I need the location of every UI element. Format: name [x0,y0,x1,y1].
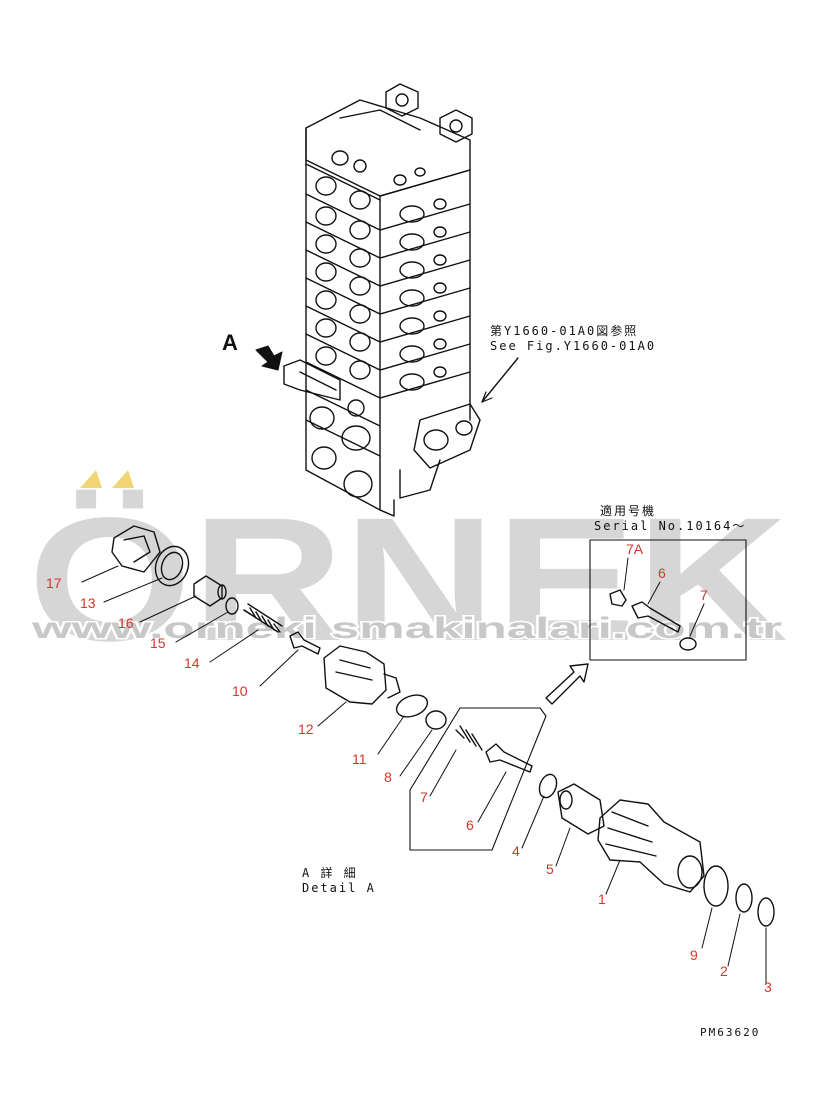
label-part-15: 15 [150,635,166,651]
label-part-2: 2 [720,963,728,979]
part-6-bolt [485,743,533,773]
label-part-8: 8 [384,769,392,785]
label-part-6: 6 [466,817,474,833]
serial-part-7 [679,637,697,651]
serial-note-jp: 適用号機 [600,504,657,518]
label-part-1: 1 [598,891,606,907]
detail-note: A 詳 細 Detail A [302,866,376,896]
serial-part-7A [609,589,627,607]
inlet-flange [413,403,481,469]
relief-valve-location [283,359,365,417]
label-part-7: 7 [420,789,428,805]
detail-note-jp: A 詳 細 [302,866,358,880]
reference-leader [481,357,519,403]
label-part-17: 17 [46,575,62,591]
part-14-spring [243,603,283,633]
part-10-poppet [289,631,321,655]
label-part-12: 12 [298,721,314,737]
serial-arrow [545,663,589,705]
serial-detail-box [589,539,747,661]
leader-lines [81,557,767,985]
part-11-oring [395,694,429,718]
part-3-cap [757,897,775,927]
reference-note: 第Y1660-01A0図参照 See Fig.Y1660-01A0 [490,324,656,354]
detail-frame [409,707,547,851]
label-part-10: 10 [232,683,248,699]
label-serial-part-6: 6 [658,565,666,581]
part-17-nut [111,525,161,573]
label-part-5: 5 [546,861,554,877]
part-4-ring [538,773,558,799]
label-part-16: 16 [118,615,134,631]
part-15-oring [225,597,239,615]
detail-note-en: Detail A [302,881,376,895]
part-16-plug [193,575,227,607]
serial-part-6 [631,601,681,633]
label-serial-part-7A: 7A [626,541,644,557]
label-part-13: 13 [80,595,96,611]
reference-note-jp: 第Y1660-01A0図参照 [490,324,639,338]
label-part-4: 4 [512,843,520,859]
part-13-ring [154,545,190,587]
part-8-backup-ring [425,710,447,730]
reference-note-en: See Fig.Y1660-01A0 [490,339,657,353]
serial-note-en: Serial No.10164～ [594,519,747,533]
part-9-oring [703,865,729,907]
label-part-11: 11 [352,751,367,767]
part-2-backup-ring [735,883,753,913]
label-part-9: 9 [690,947,698,963]
serial-note: 適用号機 Serial No.10164～ [594,504,746,534]
drawing-code: PM63620 [700,1026,761,1039]
part-7-spring [455,725,483,751]
label-serial-part-7: 7 [700,587,708,603]
valve-ports-left [309,150,373,498]
view-a-arrow [255,345,283,371]
valve-ports-right [393,167,447,391]
part-12-body [323,645,401,705]
label-part-14: 14 [184,655,200,671]
part-1-valve-body [597,799,705,893]
view-label-a: A [222,330,238,355]
label-part-3: 3 [764,979,772,995]
valve-sections [305,163,471,457]
part-5-sleeve [557,783,605,835]
control-valve-assembly [283,83,481,517]
